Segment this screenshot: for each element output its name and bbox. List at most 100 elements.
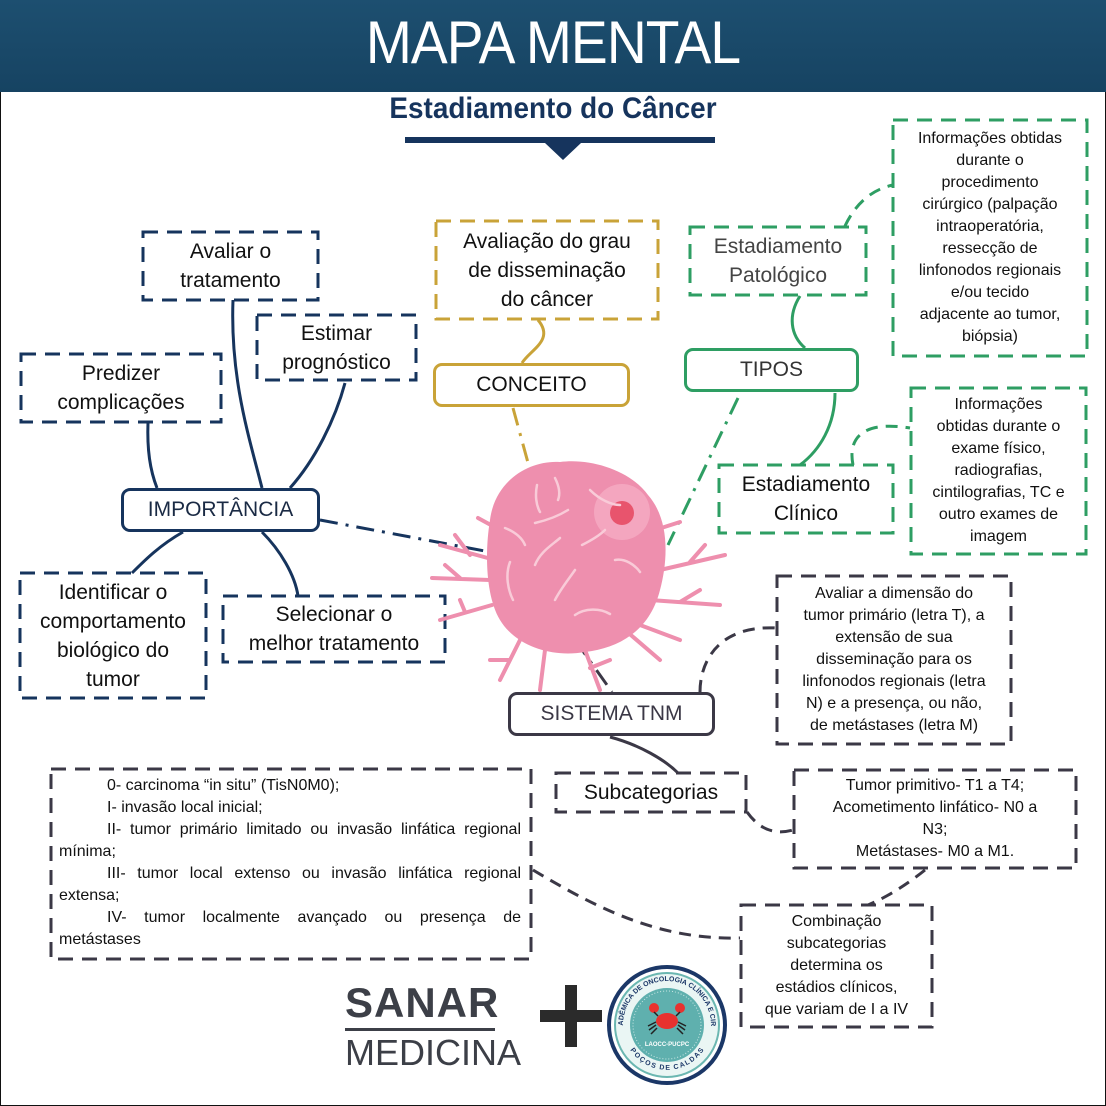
header-banner: MAPA MENTAL [0,0,1106,92]
connector-selecionar [260,530,300,597]
node-tnm-description[interactable]: Avaliar a dimensão do tumor primário (let… [777,576,1011,744]
node-avaliar-tratamento[interactable]: Avaliar o tratamento [143,232,318,300]
border-selecionar [221,594,447,664]
sanar-logo-bottom: MEDICINA [345,1032,522,1073]
border-tnm-desc [775,574,1013,746]
text-line: Estimar [300,321,373,345]
connector-importancia-center [319,518,491,554]
text-line: Avaliar a dimensão do [814,585,974,602]
node-selecionar-tratamento[interactable]: Selecionar o melhor tratamento [223,596,445,662]
text-line: Patológico [728,264,828,287]
node-patologico-description[interactable]: Informações obtidas durante o procedimento… [893,120,1087,356]
text-line: Combinação [791,913,882,930]
text-line: outro exames de [938,506,1059,523]
text-line: melhor tratamento [248,632,420,655]
connector-clinico-desc [850,424,911,466]
connector-conceito-def [520,319,546,364]
text-line: comportamento [40,609,186,633]
crab-icon [647,1003,687,1035]
text-line: procedimento [941,174,1039,191]
text-line: Informações obtidas [917,130,1063,147]
border-predizer [19,352,223,424]
subtitle-arrow-icon [545,143,581,160]
text-line: determina os [790,957,883,974]
border-patologico-desc [891,118,1089,358]
stage-item-1: I- invasão local inicial; [107,799,263,816]
text-line: tumor primário (letra T), a [803,607,985,624]
text-line: radiografias, [954,462,1043,479]
text-line: biológico do [56,638,170,662]
text-line: de metástases (letra M) [809,717,979,734]
connector-tipos-patologico [790,295,807,350]
border-subcat-detail [792,768,1078,870]
connector-tnm-desc [698,626,777,693]
text-line: cintilografias, TC e [932,484,1065,501]
subtitle-underline [405,137,715,143]
node-conceito[interactable]: CONCEITO [433,363,630,407]
text-line: extensão de sua [835,629,953,646]
node-tnm-label: SISTEMA TNM [540,702,683,725]
text-line: Identificar o [58,580,168,604]
text-line: tratamento [180,269,281,292]
text-line: Informações [954,396,1043,413]
node-sistema-tnm[interactable]: SISTEMA TNM [508,692,715,736]
node-tipos[interactable]: TIPOS [684,348,859,392]
border-subcat [554,771,748,814]
text-line: Metástases- M0 a M1. [855,843,1015,860]
text-line: Selecionar o [275,603,393,626]
tumor-cell-icon [430,461,727,692]
text-line: biópsia) [961,328,1018,345]
text-line: do câncer [500,287,594,311]
node-subcategorias-detail[interactable]: Tumor primitivo- T1 a T4;Acometimento li… [794,770,1076,868]
text-line: N) e a presença, ou não, [805,695,983,712]
node-predizer-complicacoes[interactable]: Predizer complicações [21,354,221,422]
text-line: de disseminação [468,258,626,282]
sanar-logo-rule [345,1028,495,1031]
connector-avaliar [231,299,264,489]
border-clinico [717,463,895,535]
connector-predizer [146,421,159,489]
border-estimar [255,313,418,382]
node-identificar-comportamento[interactable]: Identificar o comportamento biológico do tu… [20,573,206,698]
text-line: Estadiamento [741,473,871,496]
node-subcategorias-label: Subcategorias [583,781,719,804]
connector-patologico-desc [843,183,894,227]
text-line: exame físico, [951,440,1046,457]
text-line: que variam de I a IV [764,1001,909,1018]
sanar-logo-top: SANAR [345,979,500,1026]
node-importancia-label: IMPORTÂNCIA [147,498,294,521]
connector-identificar [130,530,184,575]
text-line: durante o [956,152,1024,169]
node-stages-list[interactable]: 0- carcinoma “in situ” (TisN0M0); I- inv… [51,769,531,959]
text-line: Avaliar o [189,240,272,263]
stage-item-0: 0- carcinoma “in situ” (TisN0M0); [107,777,340,794]
connector-stages-combinacao [532,868,741,940]
text-line: disseminação para os [816,651,972,668]
node-conceito-label: CONCEITO [476,373,587,396]
node-subcategorias[interactable]: Subcategorias [556,773,746,812]
text-line: linfonodos regionais (letra [802,673,986,690]
liga-oncologia-logo: LIGA ACADÊMICA DE ONCOLOGIA CLÍNICA E CI… [606,964,727,1085]
text-line: intraoperatória, [936,218,1044,235]
text-line: tumor [86,667,140,691]
stage-item-4: IV- tumor localmente avançado ou presenç… [59,909,521,948]
node-importancia[interactable]: IMPORTÂNCIA [121,488,320,532]
border-stages [49,767,533,961]
text-line: complicações [57,391,185,414]
plus-icon [540,985,602,1047]
page-title: MAPA MENTAL [365,9,741,76]
connector-subcat-detail [745,811,794,834]
connector-tnm-subcat [609,735,680,775]
connector-tipos-clinico [799,392,837,467]
connector-detail-combinacao [867,868,926,907]
border-conceito-def [434,219,660,321]
text-line: cirúrgico (palpação [922,196,1058,213]
text-line: Predizer [81,362,161,385]
